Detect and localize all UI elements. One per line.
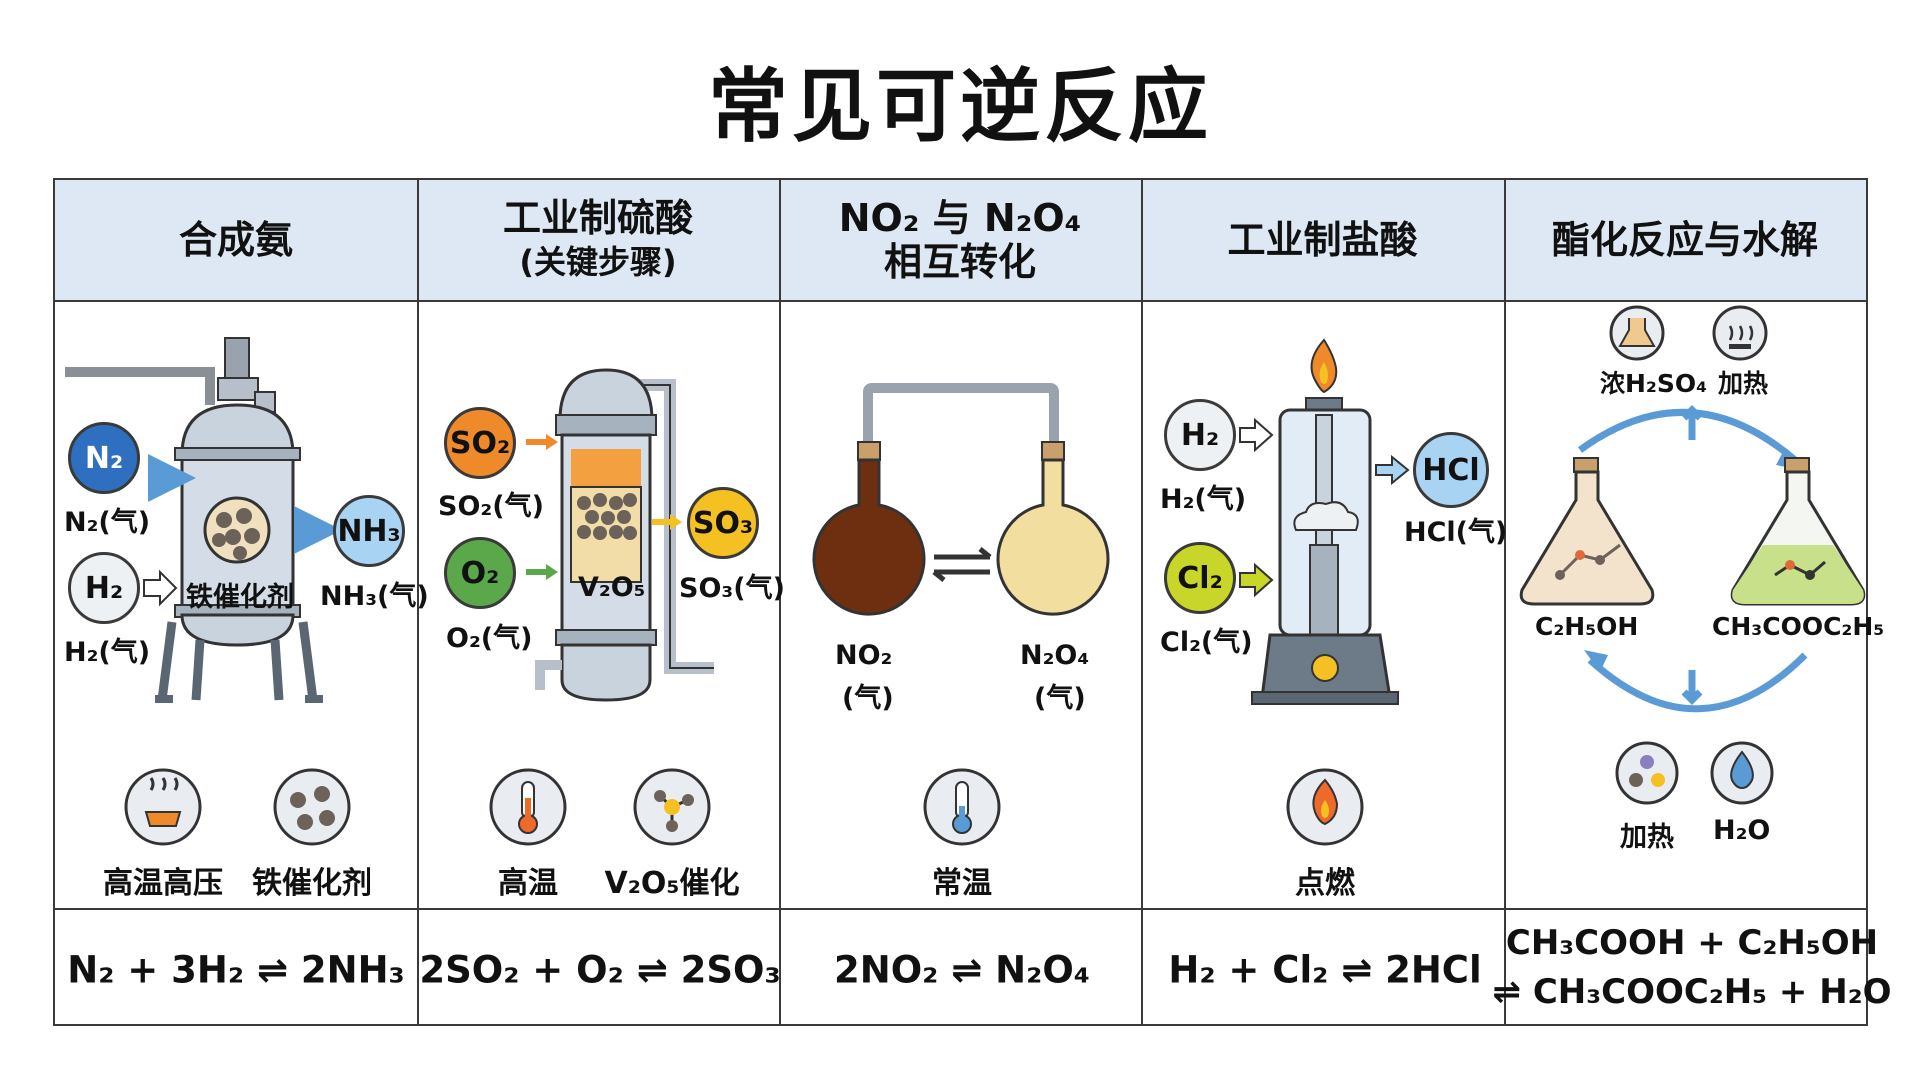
thermometer-icon [489, 768, 567, 846]
h2-molecule: H₂ [68, 552, 140, 624]
so3-gas-label: SO₃(气) [679, 573, 785, 604]
molecule-icon [633, 768, 711, 846]
reversible-arrow-icon [932, 547, 992, 582]
header-text: 工业制盐酸 [1227, 218, 1418, 262]
header-ammonia: 合成氨 [55, 180, 417, 300]
column-divider [1504, 180, 1506, 1024]
o2-gas-label: O₂(气) [446, 623, 533, 654]
no2-label: NO₂ [835, 640, 893, 671]
equation-line-2: ⇌ CH₃COOC₂H₅ + H₂O [1492, 972, 1892, 1012]
header-esterification: 酯化反应与水解 [1504, 180, 1866, 300]
equation: H₂ + Cl₂ ⇌ 2HCl [1168, 948, 1482, 992]
heat-icon [124, 768, 202, 846]
n2o4-state-label: (气) [1034, 683, 1086, 714]
ester-label: CH₃COOC₂H₅ [1712, 612, 1885, 641]
table-header-row [55, 180, 1866, 302]
header-no2-n2o4: NO₂ 与 N₂O₄ 相互转化 [779, 180, 1141, 300]
hcl-gas-label: HCl(气) [1404, 517, 1508, 548]
header-text: 工业制硫酸 [502, 196, 693, 240]
heat-icon [1615, 741, 1679, 805]
so3-molecule: SO₃ [687, 487, 759, 559]
nh3-molecule: NH₃ [333, 495, 405, 567]
equation: 2SO₂ + O₂ ⇌ 2SO₃ [419, 948, 781, 992]
h2-gas-label: H₂(气) [64, 637, 151, 668]
heat-icon [1712, 305, 1768, 361]
thermometer-icon [923, 768, 1001, 846]
n2o4-label: N₂O₄ [1020, 640, 1090, 671]
so2-molecule: SO₂ [444, 407, 516, 479]
cl2-gas-label: Cl₂(气) [1160, 627, 1253, 658]
water-label: H₂O [1713, 815, 1771, 846]
no2-n2o4-flasks [812, 383, 1110, 616]
header-text: 合成氨 [178, 218, 293, 262]
equation-line-1: CH₃COOH + C₂H₅OH [1505, 923, 1879, 963]
heat-label: 加热 [1620, 822, 1674, 853]
catalyst-label: 铁催化剂 [186, 582, 294, 613]
condition-label: 高温 [498, 866, 558, 901]
equation-row-divider [55, 908, 1866, 910]
catalyst-icon [273, 768, 351, 846]
condition-label: 常温 [932, 866, 992, 901]
catalyst-bed-label: V₂O₅ [578, 572, 646, 603]
nh3-gas-label: NH₃(气) [320, 581, 429, 612]
n2-molecule: N₂ [68, 422, 140, 494]
condition-label: 高温高压 [103, 866, 223, 901]
h2-molecule: H₂ [1164, 399, 1236, 471]
header-sulfuric-acid: 工业制硫酸 (关键步骤) [417, 180, 779, 300]
cl2-molecule: Cl₂ [1164, 542, 1236, 614]
flame-icon [1286, 768, 1364, 846]
ethanol-label: C₂H₅OH [1535, 612, 1639, 641]
h2-gas-label: H₂(气) [1160, 484, 1247, 515]
equation: 2NO₂ ⇌ N₂O₄ [834, 948, 1090, 992]
column-divider [779, 180, 781, 1024]
acid-catalyst-label: 浓H₂SO₄ [1600, 369, 1708, 398]
equation: N₂ + 3H₂ ⇌ 2NH₃ [67, 948, 405, 992]
condition-label: 点燃 [1295, 866, 1355, 901]
header-text: NO₂ 与 N₂O₄ [838, 196, 1082, 240]
o2-molecule: O₂ [444, 537, 516, 609]
sulfuric-acid-converter [526, 368, 714, 702]
burner-apparatus [1239, 338, 1410, 705]
n2-gas-label: N₂(气) [64, 507, 151, 538]
page-title: 常见可逆反应 [708, 60, 1212, 153]
so2-gas-label: SO₂(气) [438, 491, 544, 522]
ammonia-reactor [65, 337, 342, 703]
condition-label: V₂O₅催化 [604, 866, 740, 901]
reaction-table: 合成氨 工业制硫酸 (关键步骤) NO₂ 与 N₂O₄ 相互转化 工业制盐酸 酯… [53, 178, 1868, 1026]
no2-state-label: (气) [842, 683, 894, 714]
column-divider [1141, 180, 1143, 1024]
heat-label: 加热 [1718, 369, 1769, 398]
esterification-diagram [1519, 305, 1866, 805]
condition-label: 铁催化剂 [252, 866, 372, 901]
header-subtext: 相互转化 [883, 240, 1036, 284]
header-text: 酯化反应与水解 [1551, 218, 1818, 262]
header-hydrochloric-acid: 工业制盐酸 [1141, 180, 1504, 300]
column-divider [417, 180, 419, 1024]
header-subtext: (关键步骤) [519, 243, 677, 281]
hcl-molecule: HCl [1413, 432, 1489, 508]
